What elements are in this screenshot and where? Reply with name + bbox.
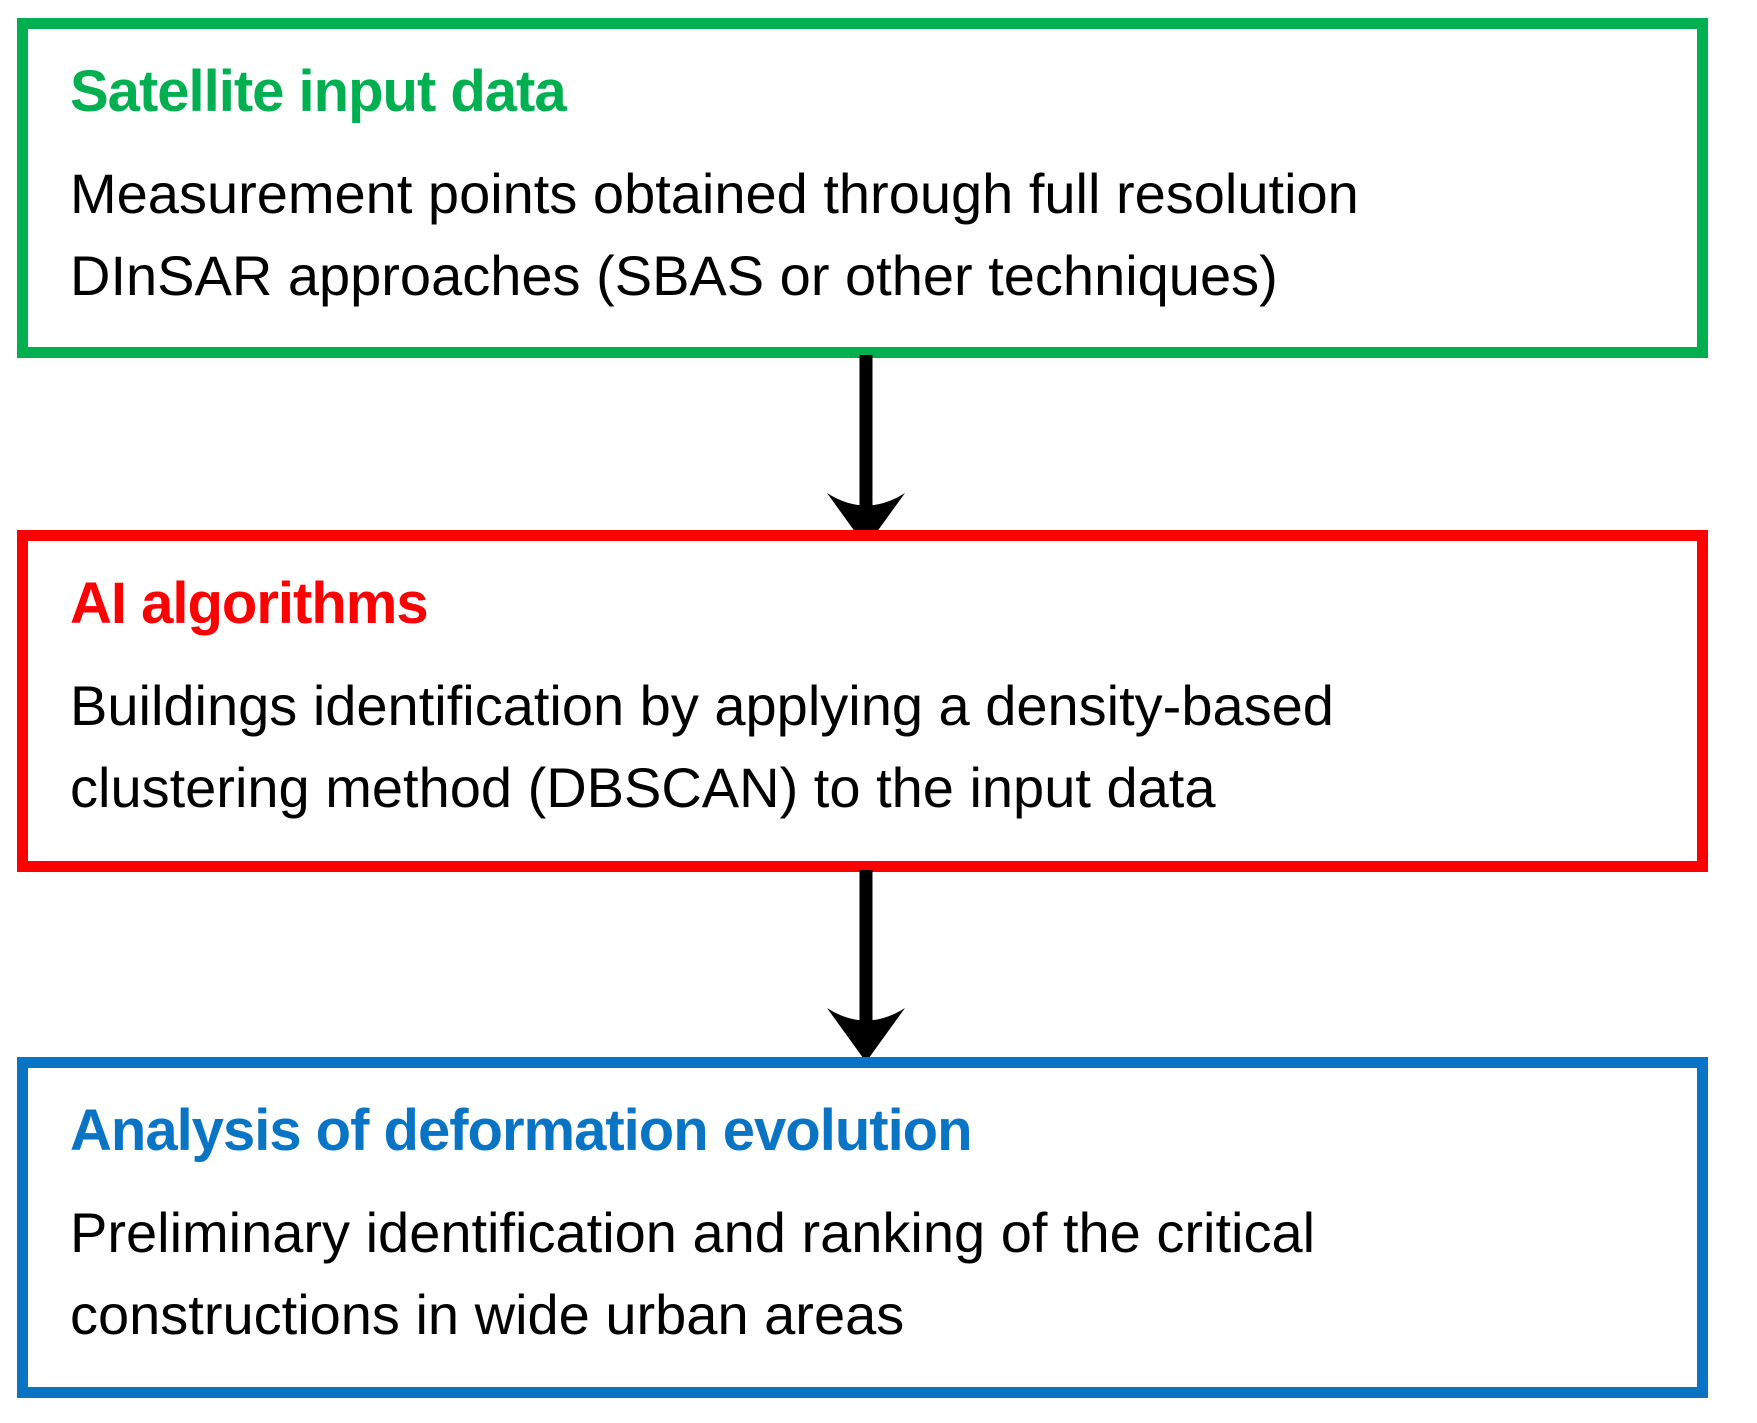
box-analysis-of-deformation-evolution: Analysis of deformation evolution Prelim… — [17, 1057, 1708, 1398]
box-satellite-body: Measurement points obtained through full… — [70, 153, 1667, 317]
box-satellite-title: Satellite input data — [70, 59, 567, 124]
box-analysis-title: Analysis of deformation evolution — [70, 1098, 973, 1163]
down-arrow-icon — [827, 355, 905, 547]
box-ai-algorithms: AI algorithms Buildings identification b… — [17, 530, 1708, 872]
down-arrow-icon — [827, 870, 905, 1062]
body-line: DInSAR approaches (SBAS or other techniq… — [70, 244, 1278, 307]
body-line: constructions in wide urban areas — [70, 1283, 905, 1346]
body-line: clustering method (DBSCAN) to the input … — [70, 756, 1216, 819]
box-analysis-body: Preliminary identification and ranking o… — [70, 1192, 1667, 1356]
box-satellite-input-data: Satellite input data Measurement points … — [17, 18, 1708, 358]
body-line: Measurement points obtained through full… — [70, 162, 1359, 225]
body-line: Preliminary identification and ranking o… — [70, 1201, 1316, 1264]
body-line: Buildings identification by applying a d… — [70, 674, 1334, 737]
box-ai-body: Buildings identification by applying a d… — [70, 665, 1667, 829]
box-ai-title: AI algorithms — [70, 571, 429, 636]
